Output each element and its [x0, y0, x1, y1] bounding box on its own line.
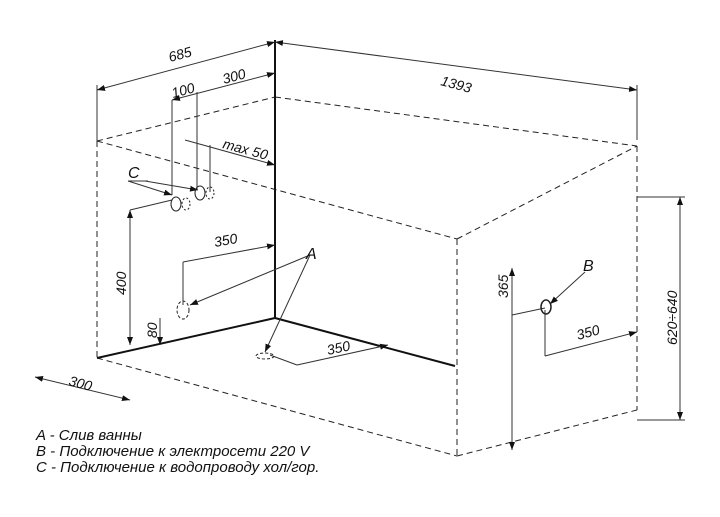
- dim-350-floor: 350: [325, 337, 351, 358]
- dim-80: 80: [144, 322, 160, 338]
- walls: [96, 40, 456, 367]
- drain-outlet: [176, 300, 190, 320]
- dim-100: 100: [170, 79, 197, 101]
- bathtub-outline: [96, 96, 638, 457]
- dim-685: 685: [167, 43, 194, 65]
- electrical-connection: [540, 299, 552, 315]
- dim-350-right: 350: [575, 321, 602, 343]
- legend-item-c: C - Подключение к водопроводу хол/гор.: [36, 459, 320, 476]
- dim-620-640: 620÷640: [664, 290, 680, 345]
- legend-item-a: A - Слив ванны: [36, 427, 142, 444]
- water-connection-hot: [194, 185, 206, 201]
- legend-item-b: B - Подключение к электросети 220 V: [36, 443, 310, 460]
- dimension-lines: [34, 40, 685, 450]
- dim-350-wall: 350: [213, 230, 239, 250]
- dim-365: 365: [495, 274, 511, 298]
- water-connection-cold: [170, 196, 182, 212]
- dim-max-50: max 50: [221, 135, 270, 162]
- marker-c: C: [128, 165, 140, 182]
- connection-points: [170, 185, 552, 360]
- dim-300-top: 300: [221, 65, 248, 87]
- dim-400: 400: [113, 271, 129, 295]
- dim-300-floor: 300: [67, 372, 94, 394]
- marker-b: B: [583, 258, 594, 275]
- floor-drain: [255, 352, 275, 360]
- dim-1393: 1393: [439, 72, 473, 96]
- marker-a: A: [305, 246, 317, 263]
- legend: A - Слив ванны B - Подключение к электро…: [36, 428, 319, 476]
